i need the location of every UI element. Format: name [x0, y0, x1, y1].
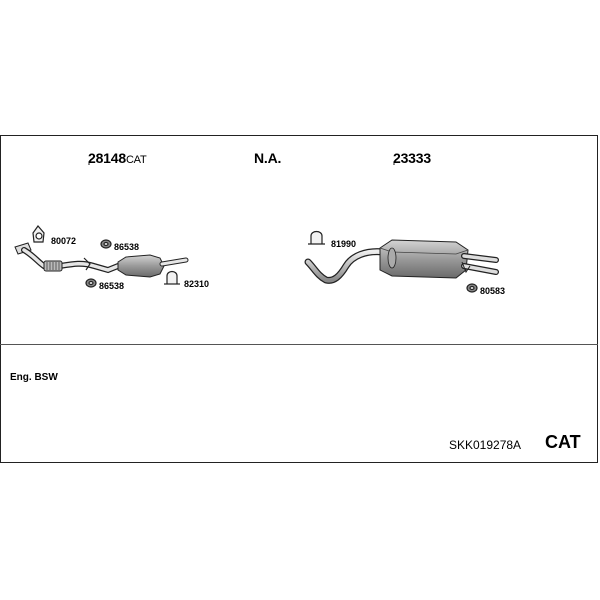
fitting-label-6: 80583 — [480, 286, 506, 296]
part-number-rear: 23333 — [393, 150, 431, 166]
gasket-icon-80583 — [466, 283, 478, 293]
gasket-icon-80072 — [32, 225, 45, 243]
gasket-icon-86538-a — [100, 239, 112, 249]
fitting-label-3: 86538 — [99, 281, 125, 291]
part-number-front: 28148CAT — [88, 150, 147, 166]
clamp-icon-81990 — [308, 230, 325, 245]
fitting-label-2: 86538 — [114, 242, 140, 252]
leader-dot-front — [88, 163, 90, 165]
front-pipe-with-catalyst — [14, 242, 189, 278]
rear-silencer-assembly — [304, 239, 499, 284]
clamp-icon-82310 — [164, 270, 180, 285]
leader-dot-rear — [393, 163, 395, 165]
engine-code: Eng. BSW — [10, 372, 58, 383]
fitting-label-4: 82310 — [184, 279, 210, 289]
gasket-icon-86538-b — [85, 278, 97, 288]
diagram-frame — [0, 135, 598, 463]
part-label-middle: N.A. — [254, 150, 282, 166]
fitting-label-5: 81990 — [331, 239, 357, 249]
fitting-label-1: 80072 — [51, 236, 77, 246]
category-label: CAT — [545, 432, 581, 452]
divider-line — [0, 344, 598, 345]
kit-code: SKK019278A — [449, 438, 522, 452]
